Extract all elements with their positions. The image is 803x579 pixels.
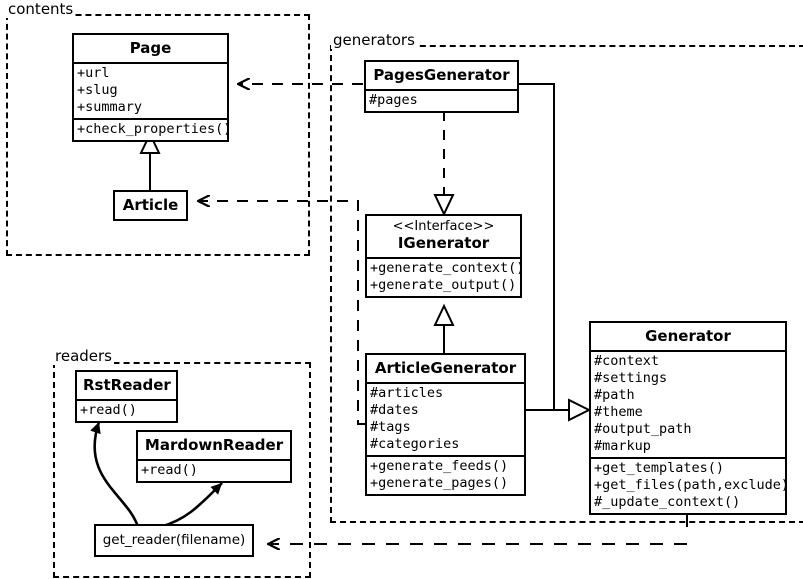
function-get-reader[interactable]: get_reader(filename) (94, 524, 254, 557)
method: #_update_context() (594, 494, 741, 510)
class-articlegenerator-title: ArticleGenerator (374, 359, 517, 377)
class-mardownreader-methods: +read() (138, 459, 290, 481)
attribute: #settings (594, 370, 668, 386)
class-generator-title: Generator (645, 327, 731, 345)
attribute: #categories (370, 436, 460, 452)
class-articlegenerator[interactable]: ArticleGenerator #articles #dates #tags … (365, 353, 526, 496)
attribute: #output_path (594, 421, 692, 437)
class-page-methods: +check_properties() (74, 118, 232, 140)
class-igenerator-stereotype: <<Interface>> (392, 219, 495, 234)
class-igenerator[interactable]: <<Interface>> IGenerator +generate_conte… (365, 214, 525, 298)
package-readers-label: readers (53, 347, 114, 365)
package-generators-label: generators (331, 31, 417, 49)
function-get-reader-label: get_reader(filename) (102, 532, 246, 548)
method: +read() (141, 462, 198, 478)
class-rstreader-title: RstReader (83, 376, 171, 394)
method: +get_templates() (594, 460, 725, 476)
class-generator[interactable]: Generator #context #settings #path #them… (589, 321, 790, 515)
package-contents (6, 14, 310, 256)
attribute: #path (594, 387, 635, 403)
package-readers (53, 362, 311, 578)
attribute: +url (77, 65, 110, 81)
class-pagesgenerator-title: PagesGenerator (373, 66, 510, 84)
class-articlegenerator-methods: +generate_feeds() +generate_pages() (367, 455, 524, 494)
attribute: #articles (370, 385, 444, 401)
class-generator-attributes: #context #settings #path #theme #output_… (591, 350, 785, 457)
attribute: #markup (594, 438, 651, 454)
method: +read() (80, 402, 137, 418)
class-rstreader-methods: +read() (77, 399, 176, 421)
attribute: #tags (370, 419, 411, 435)
class-mardownreader-title: MardownReader (144, 436, 284, 454)
class-igenerator-methods: +generate_context() +generate_output() (367, 257, 525, 296)
class-page-title: Page (129, 39, 172, 57)
class-article-title: Article (122, 196, 179, 214)
class-articlegenerator-attributes: #articles #dates #tags #categories (367, 382, 524, 455)
method: +generate_context() (370, 260, 525, 276)
class-rstreader[interactable]: RstReader +read() (75, 370, 178, 423)
package-contents-label: contents (6, 0, 76, 18)
method: +generate_pages() (370, 475, 509, 491)
class-pagesgenerator-attributes: #pages (366, 89, 517, 111)
attribute: #dates (370, 402, 419, 418)
method: +check_properties() (77, 121, 232, 137)
attribute: #context (594, 353, 660, 369)
attribute: +slug (77, 82, 118, 98)
class-page[interactable]: Page +url +slug +summary +check_properti… (72, 33, 232, 142)
class-page-attributes: +url +slug +summary (74, 62, 227, 118)
class-article[interactable]: Article (113, 190, 188, 221)
class-generator-methods: +get_templates() +get_files(path,exclude… (591, 457, 790, 513)
method: +generate_feeds() (370, 458, 509, 474)
attribute: #theme (594, 404, 643, 420)
class-igenerator-title: IGenerator (397, 234, 490, 252)
class-mardownreader[interactable]: MardownReader +read() (136, 430, 292, 483)
attribute: +summary (77, 99, 143, 115)
method: +get_files(path,exclude) (594, 477, 790, 493)
class-pagesgenerator[interactable]: PagesGenerator #pages (364, 60, 519, 113)
method: +generate_output() (370, 277, 517, 293)
attribute: #pages (369, 92, 418, 108)
